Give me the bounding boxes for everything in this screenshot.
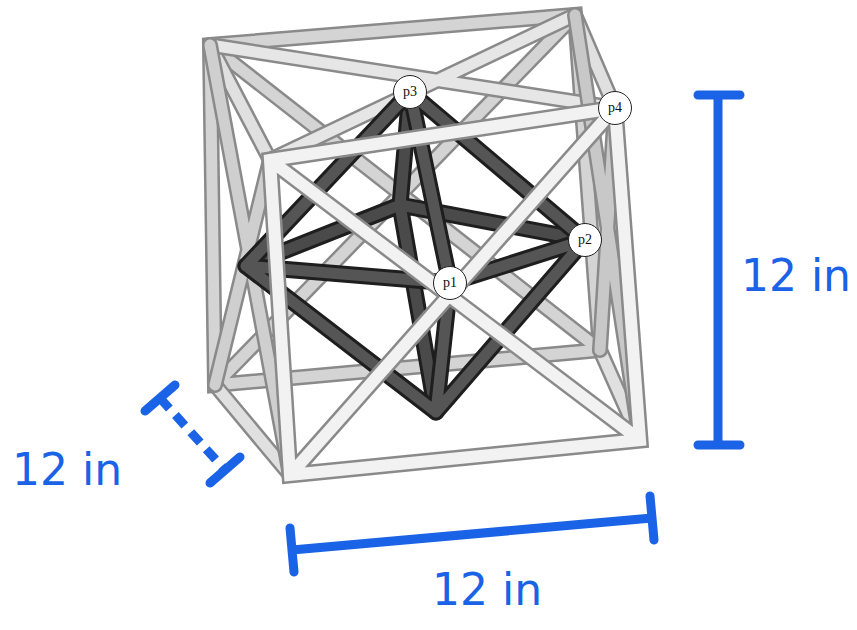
front-tubes [270, 108, 640, 475]
point-circle: p4 [598, 91, 632, 125]
dimension-bars [145, 95, 740, 572]
point-label: p3 [403, 85, 417, 99]
dimension-label: 12 in [432, 566, 542, 614]
point-circle: p3 [393, 75, 427, 109]
point-label: p1 [443, 276, 457, 290]
dimension-label: 12 in [741, 252, 851, 300]
back-tubes [210, 15, 640, 475]
dimension-label: 12 in [12, 446, 122, 494]
point-circle: p1 [433, 266, 467, 300]
point-label: p4 [608, 101, 622, 115]
point-label: p2 [578, 233, 592, 247]
point-circle: p2 [568, 223, 602, 257]
